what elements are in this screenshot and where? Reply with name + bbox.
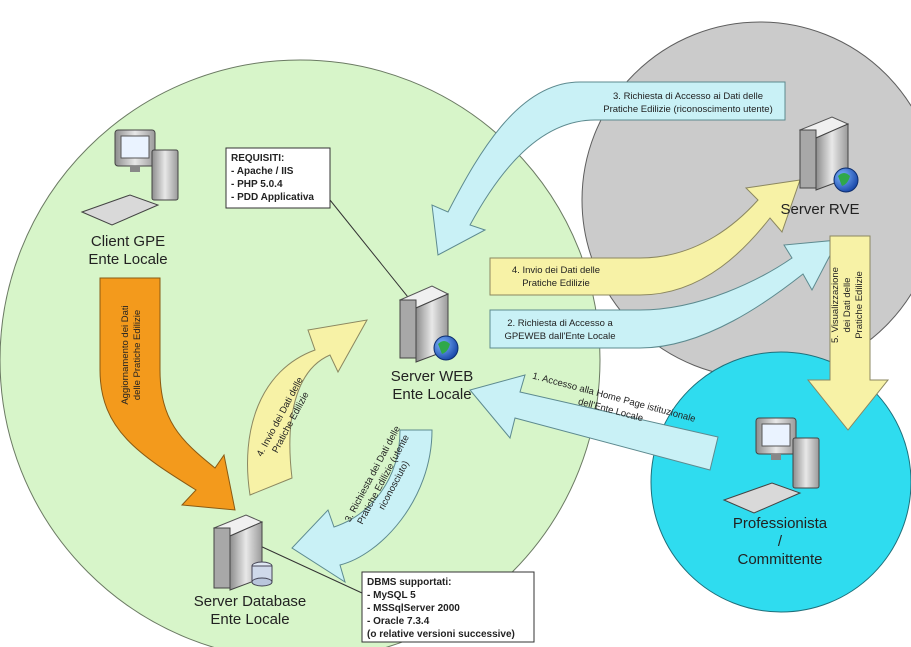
svg-text:Server Database: Server Database [194, 593, 307, 610]
server-web-icon [398, 285, 459, 363]
svg-text:delle Pratiche Edilizie: delle Pratiche Edilizie [132, 310, 143, 400]
requisiti-title: REQUISITI: [231, 153, 284, 164]
dbms-title: DBMS supportati: [367, 577, 451, 588]
arrow-3-top-label: 3. Richiesta di Accesso ai Dati delle Pr… [603, 91, 773, 115]
client-computer-icon [80, 129, 179, 226]
dbms-item: - Oracle 7.3.4 [367, 616, 430, 627]
svg-text:/: / [778, 533, 783, 550]
professionista-label: Professionista / Committente [733, 515, 828, 568]
server-rve-label: Server RVE [781, 201, 860, 218]
svg-text:Ente Locale: Ente Locale [392, 386, 471, 403]
requisiti-item: - Apache / IIS [231, 166, 294, 177]
svg-text:2. Richiesta di Accesso a: 2. Richiesta di Accesso a [507, 318, 613, 329]
svg-text:Aggiornamento dei Dati: Aggiornamento dei Dati [120, 305, 131, 404]
svg-text:Ente Locale: Ente Locale [210, 611, 289, 628]
requisiti-box: REQUISITI: - Apache / IIS - PHP 5.0.4 - … [225, 147, 331, 209]
svg-text:Pratiche Edilizie: Pratiche Edilizie [522, 278, 590, 289]
server-rve-icon [798, 116, 859, 193]
arrow-3-rve-to-web [431, 81, 786, 256]
dbms-box: DBMS supportati: - MySQL 5 - MSSqlServer… [361, 571, 535, 643]
arrow-5-label: 5. Visualizzazione dei Dati delle Pratic… [830, 267, 865, 343]
requisiti-item: - PDD Applicativa [231, 192, 314, 203]
svg-text:dei Dati delle: dei Dati delle [842, 278, 853, 333]
requisiti-item: - PHP 5.0.4 [231, 179, 283, 190]
orange-arrow-label: Aggiornamento dei Dati delle Pratiche Ed… [120, 305, 143, 404]
dbms-connector [257, 544, 363, 594]
svg-text:Server WEB: Server WEB [391, 368, 474, 385]
client-gpe-label: Client GPE Ente Locale [88, 233, 167, 268]
svg-text:4. Invio dei Dati delle: 4. Invio dei Dati delle [512, 265, 600, 276]
arrow-3-web-to-db [291, 429, 433, 584]
arrow-4-web-to-rve [489, 179, 801, 296]
arrow-2-web-to-rve [489, 239, 839, 349]
dbms-item: - MSSqlServer 2000 [367, 603, 460, 614]
server-db-icon [212, 514, 273, 591]
professionista-computer-icon [722, 417, 820, 514]
svg-text:Professionista: Professionista [733, 515, 828, 532]
arrow-1-prof-to-web [469, 374, 719, 471]
svg-text:3. Richiesta di Accesso ai Dat: 3. Richiesta di Accesso ai Dati delle [613, 91, 763, 102]
arrow-5-rve-to-prof [806, 235, 890, 431]
svg-text:Pratiche Edilizie (riconoscime: Pratiche Edilizie (riconoscimento utente… [603, 104, 773, 115]
svg-text:Server RVE: Server RVE [781, 201, 860, 218]
svg-text:Ente Locale: Ente Locale [88, 251, 167, 268]
svg-text:Committente: Committente [737, 551, 822, 568]
server-web-label: Server WEB Ente Locale [391, 368, 474, 403]
server-db-label: Server Database Ente Locale [194, 593, 307, 628]
svg-text:Pratiche Edilizie: Pratiche Edilizie [854, 271, 865, 339]
dbms-item: - MySQL 5 [367, 590, 416, 601]
arrow-4-top-label: 4. Invio dei Dati delle Pratiche Edilizi… [512, 265, 600, 289]
svg-text:GPEWEB dall'Ente Locale: GPEWEB dall'Ente Locale [504, 331, 615, 342]
dbms-item: (o relative versioni successive) [367, 629, 515, 640]
svg-text:5. Visualizzazione: 5. Visualizzazione [830, 267, 841, 343]
svg-text:Client GPE: Client GPE [91, 233, 165, 250]
arrow-2-label: 2. Richiesta di Accesso a GPEWEB dall'En… [504, 318, 615, 342]
arrow-4-db-to-web [247, 319, 368, 496]
orange-arrow [99, 277, 236, 511]
